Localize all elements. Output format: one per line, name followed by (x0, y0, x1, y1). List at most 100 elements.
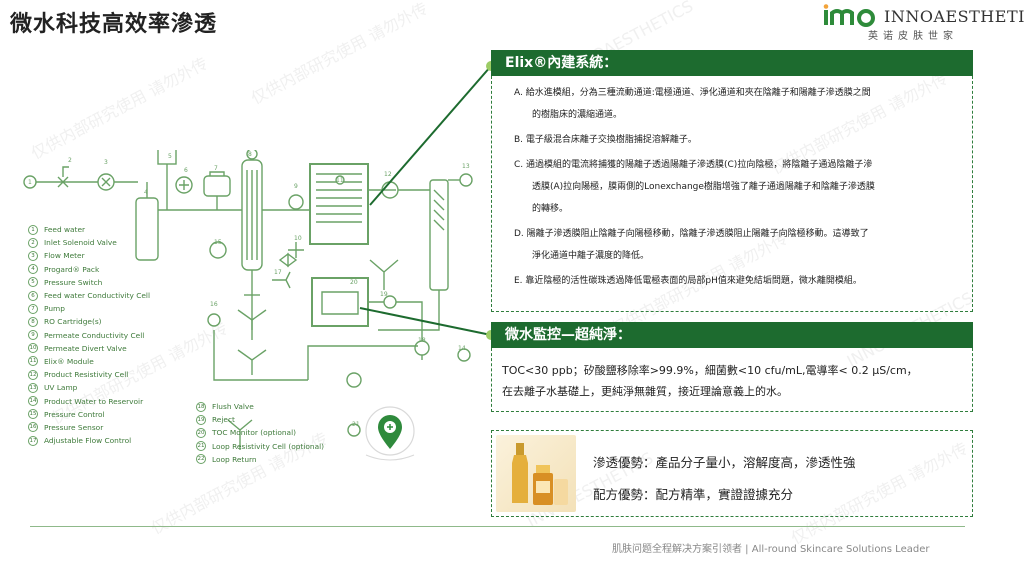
legend-item: 3 Flow Meter (28, 249, 198, 262)
legend-label: Flow Meter (44, 251, 85, 261)
legend-label: TOC Monitor (optional) (212, 428, 297, 438)
monitor-heading: 微水監控—超純淨： (491, 322, 973, 348)
legend-number: 4 (28, 264, 38, 275)
legend-label: Inlet Solenoid Valve (44, 238, 117, 248)
legend-label: Permeate Divert Valve (44, 343, 127, 353)
svg-text:17: 17 (274, 269, 282, 276)
elix-paragraph-line: C. 通過模組的電流將捕獲的陽離子透過陽離子滲透膜(C)拉向陰極，將陰離子通過陰… (514, 160, 873, 170)
svg-text:19: 19 (380, 291, 388, 298)
svg-text:16: 16 (210, 301, 218, 308)
legend-label: Loop Return (212, 454, 257, 464)
elix-paragraph: C. 通過模組的電流將捕獲的陽離子透過陽離子滲透膜(C)拉向陰極，將陰離子通過陰… (514, 154, 962, 220)
elix-paragraph: A. 給水進模組，分為三種流動通道:電極通道、淨化通道和夾在陰離子和陽離子滲透膜… (514, 82, 962, 126)
legend-item: 4 Progard® Pack (28, 263, 198, 276)
legend-number: 9 (28, 330, 38, 341)
elix-paragraph-line: D. 陽離子滲透膜阻止陰離子向陽極移動，陰離子滲透膜阻止陽離子向陰極移動。這導致… (514, 229, 869, 239)
legend-label: Reject (212, 415, 235, 425)
svg-text:14: 14 (458, 345, 466, 352)
svg-text:10: 10 (294, 235, 302, 242)
legend-number: 17 (28, 435, 38, 446)
elix-description: A. 給水進模組，分為三種流動通道:電極通道、淨化通道和夾在陰離子和陽離子滲透膜… (491, 76, 973, 312)
legend-item: 5 Pressure Switch (28, 276, 198, 289)
legend-label: Pump (44, 304, 65, 314)
map-pin-icon (365, 406, 415, 461)
svg-text:2: 2 (68, 157, 72, 164)
legend-number: 15 (28, 409, 38, 420)
legend-label: Product Resistivity Cell (44, 370, 129, 380)
legend-number: 5 (28, 277, 38, 288)
advantage-penetration: 滲透優勢：產品分子量小，溶解度高，滲透性強 (593, 455, 856, 470)
elix-paragraph-line: 透膜(A)拉向陽極，膜兩側的Lonexchange樹脂增強了離子通過陽離子和陰離… (532, 182, 875, 192)
svg-text:18: 18 (418, 337, 426, 344)
svg-text:21: 21 (352, 421, 360, 428)
legend-number: 16 (28, 422, 38, 433)
legend-item: 11 Elix® Module (28, 355, 198, 368)
svg-text:7: 7 (214, 165, 218, 172)
legend-label: Progard® Pack (44, 264, 100, 274)
elix-paragraph-line: 淨化通道中離子濃度的降低。 (532, 251, 650, 261)
legend-number: 8 (28, 316, 38, 327)
monitor-description: TOC<30 ppb；矽酸鹽移除率>99.9%，細菌數<10 cfu/mL,電導… (491, 348, 973, 412)
legend-item: 15 Pressure Control (28, 408, 198, 421)
svg-text:12: 12 (384, 171, 392, 178)
elix-paragraph: B. 電子級混合床離子交換樹脂捕捉溶解離子。 (514, 129, 962, 151)
serum-bottles-icon (512, 443, 568, 505)
elix-paragraph-line: B. 電子級混合床離子交換樹脂捕捉溶解離子。 (514, 135, 697, 145)
svg-text:8: 8 (248, 151, 252, 158)
advantages-panel: 滲透優勢：產品分子量小，溶解度高，滲透性強 配方優勢：配方精準，實證證據充分 (491, 430, 973, 517)
legend-number: 21 (196, 441, 206, 452)
elix-paragraph-line: A. 給水進模組，分為三種流動通道:電極通道、淨化通道和夾在陰離子和陽離子滲透膜… (514, 88, 871, 98)
legend-item: 12 Product Resistivity Cell (28, 368, 198, 381)
legend-number: 22 (196, 454, 206, 465)
monitor-line: 在去離子水基礎上，更純淨無雜質，接近理論意義上的水。 (502, 385, 788, 398)
legend-label: Pressure Switch (44, 277, 103, 287)
legend-label: Product Water to Reservoir (44, 396, 144, 406)
legend-number: 3 (28, 250, 38, 261)
svg-text:15: 15 (214, 239, 222, 246)
legend-number: 11 (28, 356, 38, 367)
brand-logo[interactable]: INNOAESTHETICS 英诺皮肤世家 (822, 2, 1024, 42)
legend-label: Feed water (44, 225, 86, 235)
water-system-diagram: 12 3 4 5 6 7 8 9 10 11 12 13 14 15 16 17 18 20 21 19 (23, 150, 473, 450)
legend-item: 8 RO Cartridge(s) (28, 315, 198, 328)
legend-label: Flush Valve (212, 402, 254, 412)
svg-text:3: 3 (104, 159, 108, 166)
elix-heading: Elix®內建系統： (491, 50, 973, 76)
legend-item: 9 Permeate Conductivity Cell (28, 329, 198, 342)
svg-text:6: 6 (184, 167, 188, 174)
legend-number: 20 (196, 427, 206, 438)
legend-number: 6 (28, 290, 38, 301)
elix-paragraph: D. 陽離子滲透膜阻止陰離子向陽極移動，陰離子滲透膜阻止陽離子向陰極移動。這導致… (514, 223, 962, 267)
svg-text:5: 5 (168, 153, 172, 160)
elix-paragraph-line: 的樹脂床的濃縮通道。 (532, 110, 623, 120)
inno-logo-icon (823, 4, 875, 27)
legend-label: Pressure Control (44, 409, 105, 419)
legend-label: Elix® Module (44, 356, 94, 366)
legend-item: 22 Loop Return (196, 453, 346, 466)
product-image (496, 435, 576, 512)
elix-paragraph-line: E. 靠近陰極的活性碳珠透過降低電極表面的局部pH值來避免結垢問題，微水離開模組… (514, 276, 862, 286)
legend-label: Feed water Conductivity Cell (44, 291, 151, 301)
legend-number: 7 (28, 303, 38, 314)
elix-paragraph-line: 的轉移。 (532, 204, 569, 214)
legend-label: Permeate Conductivity Cell (44, 330, 145, 340)
svg-text:13: 13 (462, 163, 470, 170)
page-title: 微水科技高效率滲透 (10, 12, 218, 37)
legend-number: 13 (28, 382, 38, 393)
legend-number: 12 (28, 369, 38, 380)
svg-text:9: 9 (294, 183, 298, 190)
brand-subtitle: 英诺皮肤世家 (868, 31, 958, 42)
legend-label: Adjustable Flow Control (44, 436, 132, 446)
legend-label: RO Cartridge(s) (44, 317, 102, 327)
elix-paragraph: E. 靠近陰極的活性碳珠透過降低電極表面的局部pH值來避免結垢問題，微水離開模組… (514, 270, 962, 292)
